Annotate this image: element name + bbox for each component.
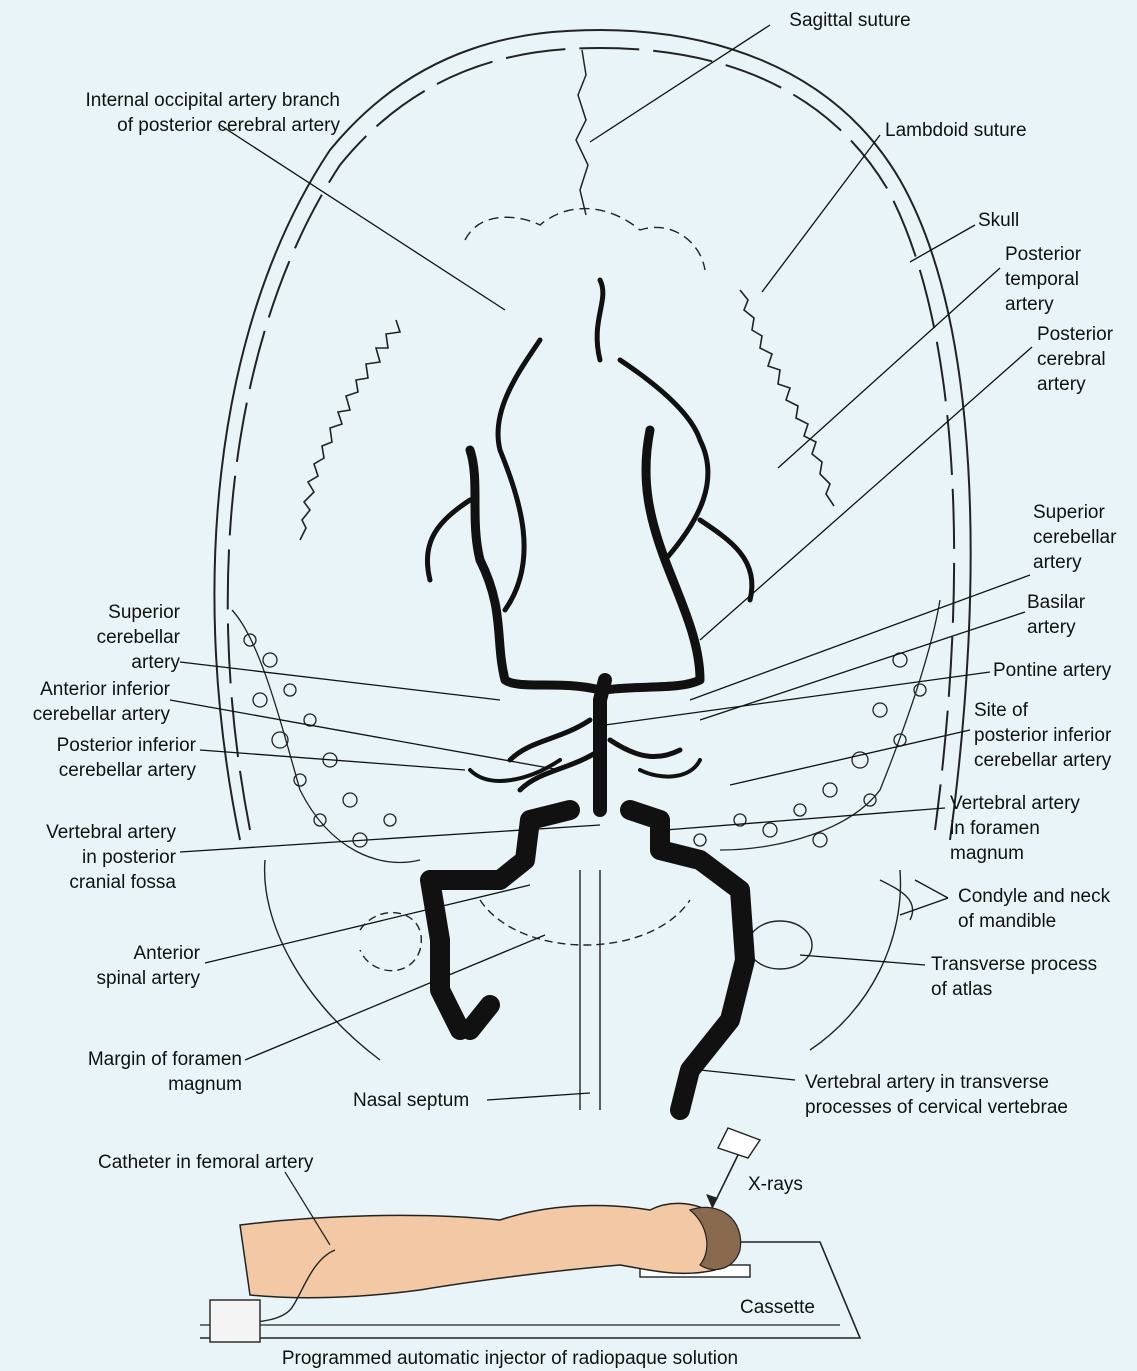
label-vertebral-artery-transverse: Vertebral artery in transverse processes… [805,1070,1115,1120]
lambdoid-suture-right [740,290,834,506]
label-basilar-artery: Basilar artery [1027,590,1127,640]
label-nasal-septum: Nasal septum [353,1088,493,1113]
label-margin-foramen-magnum: Margin of foramen magnum [40,1047,242,1097]
label-skull: Skull [978,208,1078,233]
label-lambdoid-suture: Lambdoid suture [885,118,1085,143]
label-injector: Programmed automatic injector of radiopa… [230,1346,790,1371]
label-posterior-temporal-artery: Posterior temporal artery [1005,242,1125,317]
label-posterior-inferior-cerebellar-artery: Posterior inferior cerebellar artery [10,733,196,783]
lambdoid-suture-left [300,320,400,540]
label-vertebral-artery-posterior-fossa: Vertebral artery in posterior cranial fo… [10,820,176,895]
label-superior-cerebellar-artery-left: Superior cerebellar artery [50,600,180,675]
injector-box [210,1300,260,1342]
label-cassette: Cassette [740,1295,840,1320]
label-anterior-spinal-artery: Anterior spinal artery [40,941,200,991]
label-vertebral-artery-foramen-magnum: Vertebral artery in foramen magnum [950,791,1110,866]
label-anterior-inferior-cerebellar-artery: Anterior inferior cerebellar artery [10,677,170,727]
xray-tube-icon [718,1128,760,1158]
label-superior-cerebellar-artery-right: Superior cerebellar artery [1033,500,1137,575]
label-x-rays: X-rays [748,1172,828,1197]
occipital-outline [465,209,705,270]
label-site-pica: Site of posterior inferior cerebellar ar… [974,698,1134,773]
skull-outline [214,30,970,840]
sagittal-suture [576,50,588,215]
label-posterior-cerebral-artery: Posterior cerebral artery [1037,322,1137,397]
label-sagittal-suture: Sagittal suture [760,8,940,33]
label-transverse-process-atlas: Transverse process of atlas [931,952,1121,1002]
mastoid-region [232,600,940,862]
label-internal-occipital-artery: Internal occipital artery branch of post… [20,88,340,138]
label-pontine-artery: Pontine artery [993,658,1133,683]
label-catheter-femoral-artery: Catheter in femoral artery [98,1150,358,1175]
label-condyle-mandible: Condyle and neck of mandible [958,884,1128,934]
